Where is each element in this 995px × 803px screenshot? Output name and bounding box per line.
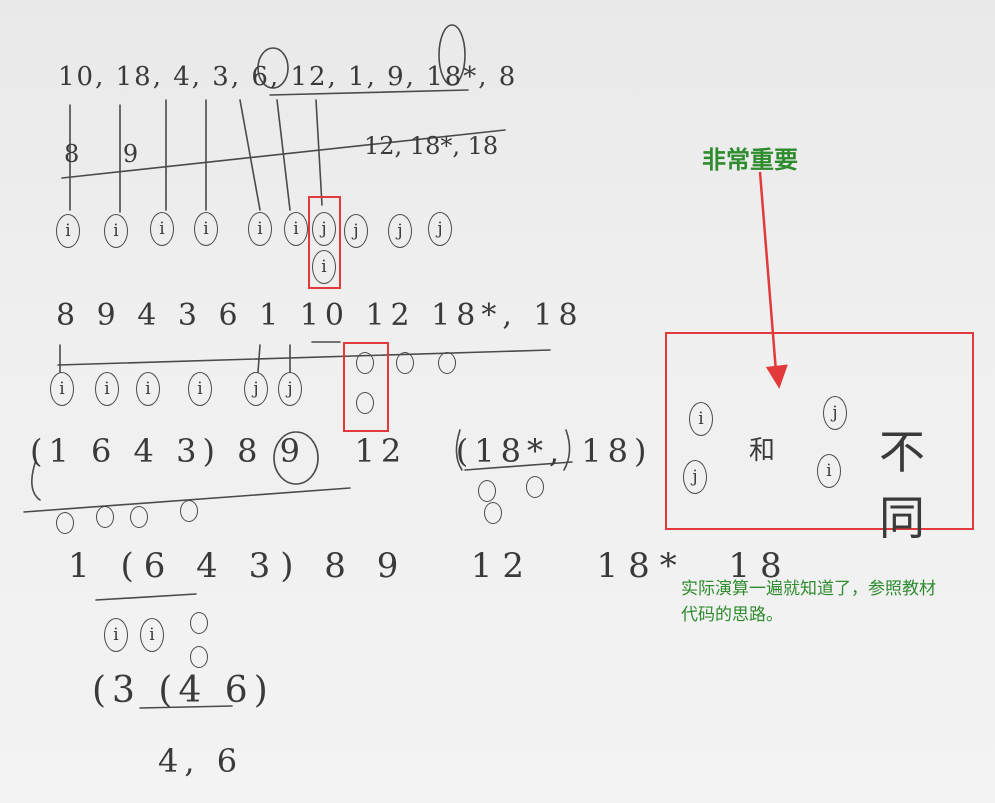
pointer-small: [356, 352, 374, 374]
ink-paren: [563, 429, 571, 471]
red-arrow: [758, 171, 788, 389]
pointer-i: i: [312, 250, 336, 284]
ink-paren: [455, 429, 463, 471]
pointer-i: i: [140, 618, 164, 652]
ink-underline-3: [464, 461, 573, 471]
pointer-i: i: [104, 618, 128, 652]
pointer-i: i: [188, 372, 212, 406]
annotation-title: 非常重要: [702, 146, 798, 174]
pointer-small: [56, 512, 74, 534]
pointer-j: j: [244, 372, 268, 406]
pointer-i: i: [50, 372, 74, 406]
sequence-row-5: (3 (4 6): [92, 670, 274, 711]
pointer-i: i: [104, 214, 128, 248]
ink-divider-2: [57, 349, 551, 366]
pointer-small: [438, 352, 456, 374]
pointer-j: j: [428, 212, 452, 246]
sequence-row-2: 8 9 4 3 6 1 10 12 18*, 18: [56, 298, 584, 333]
ink-paren: [31, 459, 41, 501]
box-middle-text: 和: [749, 436, 776, 466]
pointer-i: i: [150, 212, 174, 246]
sequence-row-1: 10, 18, 4, 3, 6, 12, 1, 9, 18*, 8: [58, 62, 518, 92]
ink-circle-12: [257, 47, 289, 89]
ink-pointer-line: [276, 99, 291, 211]
pointer-small: [484, 502, 502, 524]
pointer-i: i: [95, 372, 119, 406]
pointer-small: [190, 612, 208, 634]
pointer-i: i: [689, 402, 713, 436]
pointer-small: [478, 480, 496, 502]
highlight-box-2: [343, 342, 389, 432]
pointer-i: i: [194, 212, 218, 246]
ink-pointer-line: [257, 344, 261, 373]
pointer-j: j: [388, 214, 412, 248]
pointer-small: [356, 392, 374, 414]
pointer-small: [96, 506, 114, 528]
pointer-j: j: [278, 372, 302, 406]
pointer-i: i: [136, 372, 160, 406]
pointer-j: j: [344, 214, 368, 248]
sequence-row-1-sub: 12, 18*, 18: [364, 132, 499, 160]
sequence-row-1-marks: 8 9: [64, 140, 157, 168]
pointer-small: [396, 352, 414, 374]
pointer-j: j: [683, 460, 707, 494]
sequence-row-3: (1 6 4 3) 8 9 12 (18*, 18): [30, 432, 653, 470]
annotation-note-line-1: 实际演算一遍就知道了，参照教材: [681, 579, 936, 599]
box-right-text: 不同: [879, 425, 927, 545]
annotation-note-line-2: 代码的思路。: [681, 605, 783, 625]
sequence-row-4: 1 (6 4 3) 8 9 12 18* 18: [68, 546, 792, 586]
pointer-small: [526, 476, 544, 498]
ink-scribble-9: [273, 431, 319, 485]
highlight-box-1: [308, 196, 341, 289]
ink-pointer-line: [315, 99, 323, 206]
ink-underline-4: [95, 593, 197, 601]
pointer-small: [130, 506, 148, 528]
pointer-i: i: [284, 212, 308, 246]
ink-underline-1: [269, 89, 469, 96]
pointer-small: [190, 646, 208, 668]
pointer-i: i: [56, 214, 80, 248]
sequence-row-6: 4, 6: [158, 742, 244, 780]
annotation-box: i j 和 j i 不同: [665, 332, 974, 545]
pointer-i: i: [817, 454, 841, 488]
annotation-note: 实际演算一遍就知道了，参照教材 代码的思路。: [681, 576, 936, 628]
ink-pointer-line: [239, 99, 261, 211]
pointer-i: i: [248, 212, 272, 246]
ink-circle-8: [438, 24, 466, 86]
pointer-small: [180, 500, 198, 522]
ink-underline-5: [139, 705, 233, 709]
pointer-j: j: [823, 396, 847, 430]
pointer-j: j: [312, 212, 336, 246]
